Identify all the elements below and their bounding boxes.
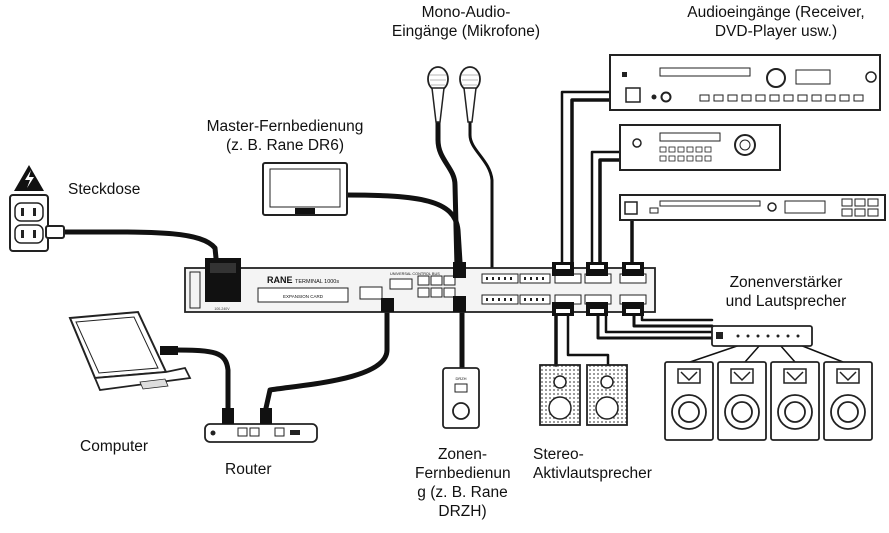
expansion-card-text: EXPANSION CARD — [283, 294, 324, 299]
laptop-device — [68, 310, 192, 391]
outlet-label: Steckdose — [68, 180, 140, 199]
drzh-label: DRZH — [455, 376, 466, 381]
audio-inputs-label-line2: DVD-Player usw.) — [714, 23, 838, 40]
audio-inputs-label: Audioeingänge (Receiver, DVD-Player usw.… — [666, 3, 886, 41]
mic-cable-2 — [468, 120, 494, 270]
power-outlet — [9, 194, 65, 252]
bluray-player-device — [619, 194, 886, 221]
computer-cable — [172, 347, 231, 413]
warning-icon — [14, 165, 44, 191]
router-label-text: Router — [225, 461, 272, 478]
master-remote-cable — [342, 192, 463, 265]
power-cable — [59, 229, 220, 271]
computer-label-text: Computer — [80, 438, 149, 455]
master-remote-label-line2: (z. B. Rane DR6) — [225, 137, 344, 154]
stereo-label-line2: Aktivlautsprecher — [533, 465, 652, 482]
zone-remote-device: DRZH — [442, 367, 480, 429]
cables — [59, 90, 844, 413]
stereo-label-line1: Stereo- — [533, 446, 584, 463]
amp-cable-3 — [632, 313, 714, 328]
microphones — [427, 66, 481, 123]
zone-remote-label-line1: Zonen- — [437, 446, 488, 463]
av-receiver-device — [619, 124, 781, 171]
zone-remote-label-line4: DRZH) — [438, 503, 487, 520]
zone-amplifier-device — [711, 325, 813, 347]
zone-amp-label: Zonenverstärker und Lautsprecher — [711, 273, 861, 311]
amp-cable-4 — [640, 313, 714, 322]
mono-audio-label-line2: Eingänge (Mikrofone) — [391, 23, 541, 40]
zone-remote-label-line2: Fernbedienun — [415, 465, 511, 482]
audio-inputs-label-line1: Audioeingänge (Receiver, — [687, 4, 865, 21]
terminal-unit: 100-240V RANE TERMINAL 1000s EXPANSION C… — [184, 258, 656, 316]
master-remote-label-line1: Master-Fernbedienung — [206, 118, 364, 135]
zone-remote-label-line3: g (z. B. Rane — [417, 484, 508, 501]
computer-label: Computer — [80, 437, 148, 456]
model-text: TERMINAL 1000s — [295, 279, 339, 285]
router-label: Router — [225, 460, 272, 479]
zone-amp-label-line1: Zonenverstärker — [729, 274, 843, 291]
svg-text:100-240V: 100-240V — [214, 307, 230, 311]
zone-amp-label-line2: und Lautsprecher — [725, 293, 847, 310]
receiver-device — [609, 54, 881, 111]
router-device — [204, 408, 318, 443]
zone-speaker-drivers — [671, 368, 866, 430]
stereo-cable-2 — [566, 313, 610, 367]
amp-cable-2 — [604, 313, 714, 334]
ucb-text: UNIVERSAL CONTROL BUS — [390, 272, 440, 276]
stereo-speakers — [539, 364, 628, 426]
brand-text: RANE — [267, 275, 293, 285]
amp-cable-1 — [596, 313, 714, 340]
outlet-label-text: Steckdose — [68, 181, 141, 198]
amp-speaker-wires — [689, 344, 844, 363]
router-cable-main — [263, 307, 390, 411]
mic-cable-1 — [435, 119, 460, 271]
master-remote-device — [262, 162, 348, 216]
mono-audio-label-line1: Mono-Audio- — [421, 4, 511, 21]
input-cable-2 — [598, 158, 622, 270]
master-remote-label: Master-Fernbedienung (z. B. Rane DR6) — [200, 117, 370, 155]
zone-remote-label: Zonen- Fernbedienun g (z. B. Rane DRZH) — [415, 445, 511, 521]
mono-audio-label: Mono-Audio- Eingänge (Mikrofone) — [391, 3, 541, 41]
stereo-label: Stereo- Aktivlautsprecher — [533, 445, 652, 483]
input-cable-2b — [590, 150, 622, 270]
